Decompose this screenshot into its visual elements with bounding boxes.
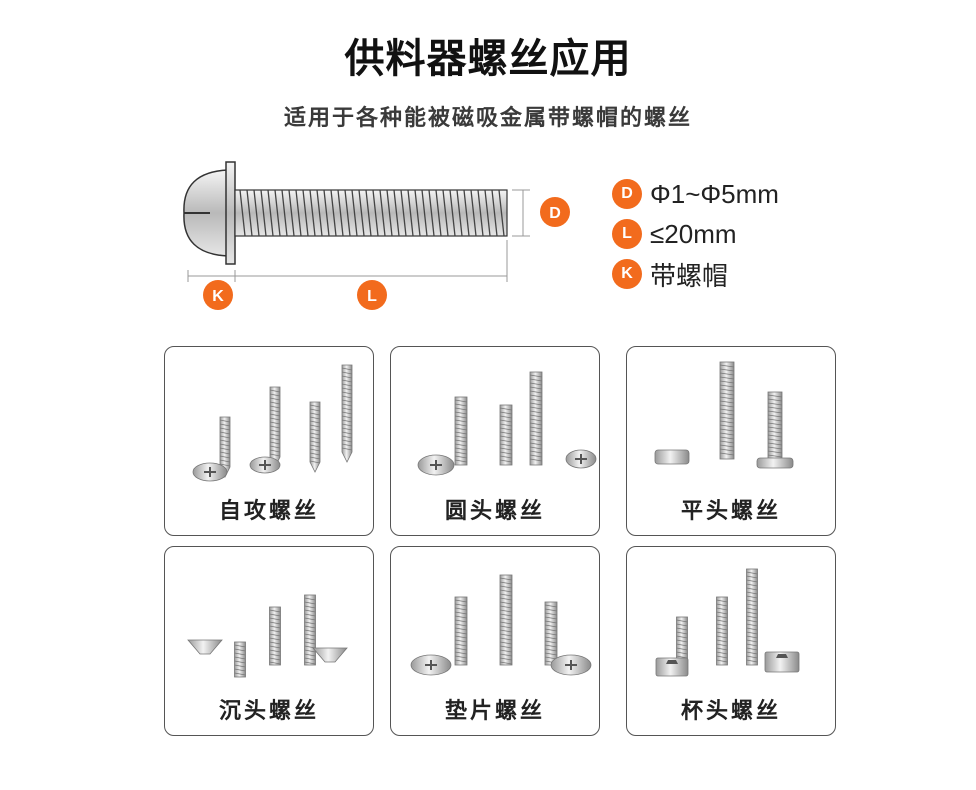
spec-legend: D Φ1~Φ5mm L ≤20mm K 带螺帽: [612, 174, 779, 294]
card-socket-cap-screws: 杯头螺丝: [626, 546, 836, 736]
card-countersunk-screws: 沉头螺丝: [164, 546, 374, 736]
card-round-head-screws: 圆头螺丝: [390, 346, 600, 536]
page-title: 供料器螺丝应用: [344, 35, 632, 82]
legend-badge: L: [612, 219, 642, 249]
self-tapping-screws-image: [192, 364, 353, 482]
screw-shaft: [716, 596, 728, 666]
card-label: 自攻螺丝: [218, 499, 319, 524]
screw-dimension-diagram: K L D: [170, 150, 590, 310]
screw-shaft: [499, 404, 513, 466]
screw-shaft: [719, 361, 735, 460]
screw-shaft: [499, 574, 513, 666]
legend-row-d: D Φ1~Φ5mm: [612, 174, 779, 214]
screw-head: [192, 462, 228, 482]
socket-cap-screws-image: [655, 568, 800, 677]
screw-head: [565, 449, 597, 469]
screw-head: [410, 654, 452, 676]
card-washer-head-screws: 垫片螺丝: [390, 546, 600, 736]
badge-d-text: D: [549, 205, 561, 222]
legend-text: Φ1~Φ5mm: [650, 178, 779, 209]
screw-shaft: [454, 596, 468, 666]
page-subtitle: 适用于各种能被磁吸金属带螺帽的螺丝: [283, 106, 692, 131]
card-label: 圆头螺丝: [444, 499, 545, 524]
screw-head: [655, 657, 689, 677]
legend-text: ≤20mm: [650, 218, 737, 249]
legend-row-k: K 带螺帽: [612, 254, 779, 294]
card-flat-head-screws: 平头螺丝: [626, 346, 836, 536]
screw-shaft: [746, 568, 758, 666]
screw-head: [550, 654, 592, 676]
screw-diagram-svg: K L D: [183, 161, 570, 310]
flat-head-screws-image: [654, 361, 794, 469]
screw-shaft: [767, 391, 783, 460]
screw-shaft: [234, 641, 246, 678]
badge-k-text: K: [212, 288, 224, 305]
screw-shaft: [269, 386, 281, 468]
card-label: 杯头螺丝: [680, 699, 781, 724]
screw-head: [249, 456, 281, 474]
badge-l-text: L: [367, 288, 377, 305]
card-label: 沉头螺丝: [218, 699, 319, 724]
screw-shaft: [341, 364, 353, 463]
screw-head: [654, 449, 690, 465]
card-self-tapping-screws: 自攻螺丝: [164, 346, 374, 536]
countersunk-screws-image: [187, 594, 348, 678]
screw-head: [764, 651, 800, 673]
legend-badge: D: [612, 179, 642, 209]
screw-head: [187, 639, 223, 655]
legend-badge: K: [612, 259, 642, 289]
screw-head: [312, 647, 348, 663]
card-label: 垫片螺丝: [444, 699, 545, 724]
screw-washer-shape: [225, 161, 236, 265]
screw-shaft: [269, 606, 281, 666]
screw-shaft: [544, 601, 558, 666]
screw-shaft: [219, 416, 231, 478]
screw-shaft: [309, 401, 321, 473]
round-head-screws-image: [417, 371, 597, 476]
badge-l-circle: [357, 280, 387, 310]
card-label: 平头螺丝: [680, 499, 781, 524]
badge-k-circle: [203, 280, 233, 310]
legend-row-l: L ≤20mm: [612, 214, 779, 254]
legend-text: 带螺帽: [650, 260, 729, 291]
badge-d-circle: [540, 197, 570, 227]
screw-shaft: [454, 396, 468, 466]
screw-shaft: [304, 594, 316, 666]
screw-head: [417, 454, 455, 476]
screw-head: [756, 457, 794, 469]
washer-head-screws-image: [410, 574, 592, 676]
screw-shaft: [529, 371, 543, 466]
